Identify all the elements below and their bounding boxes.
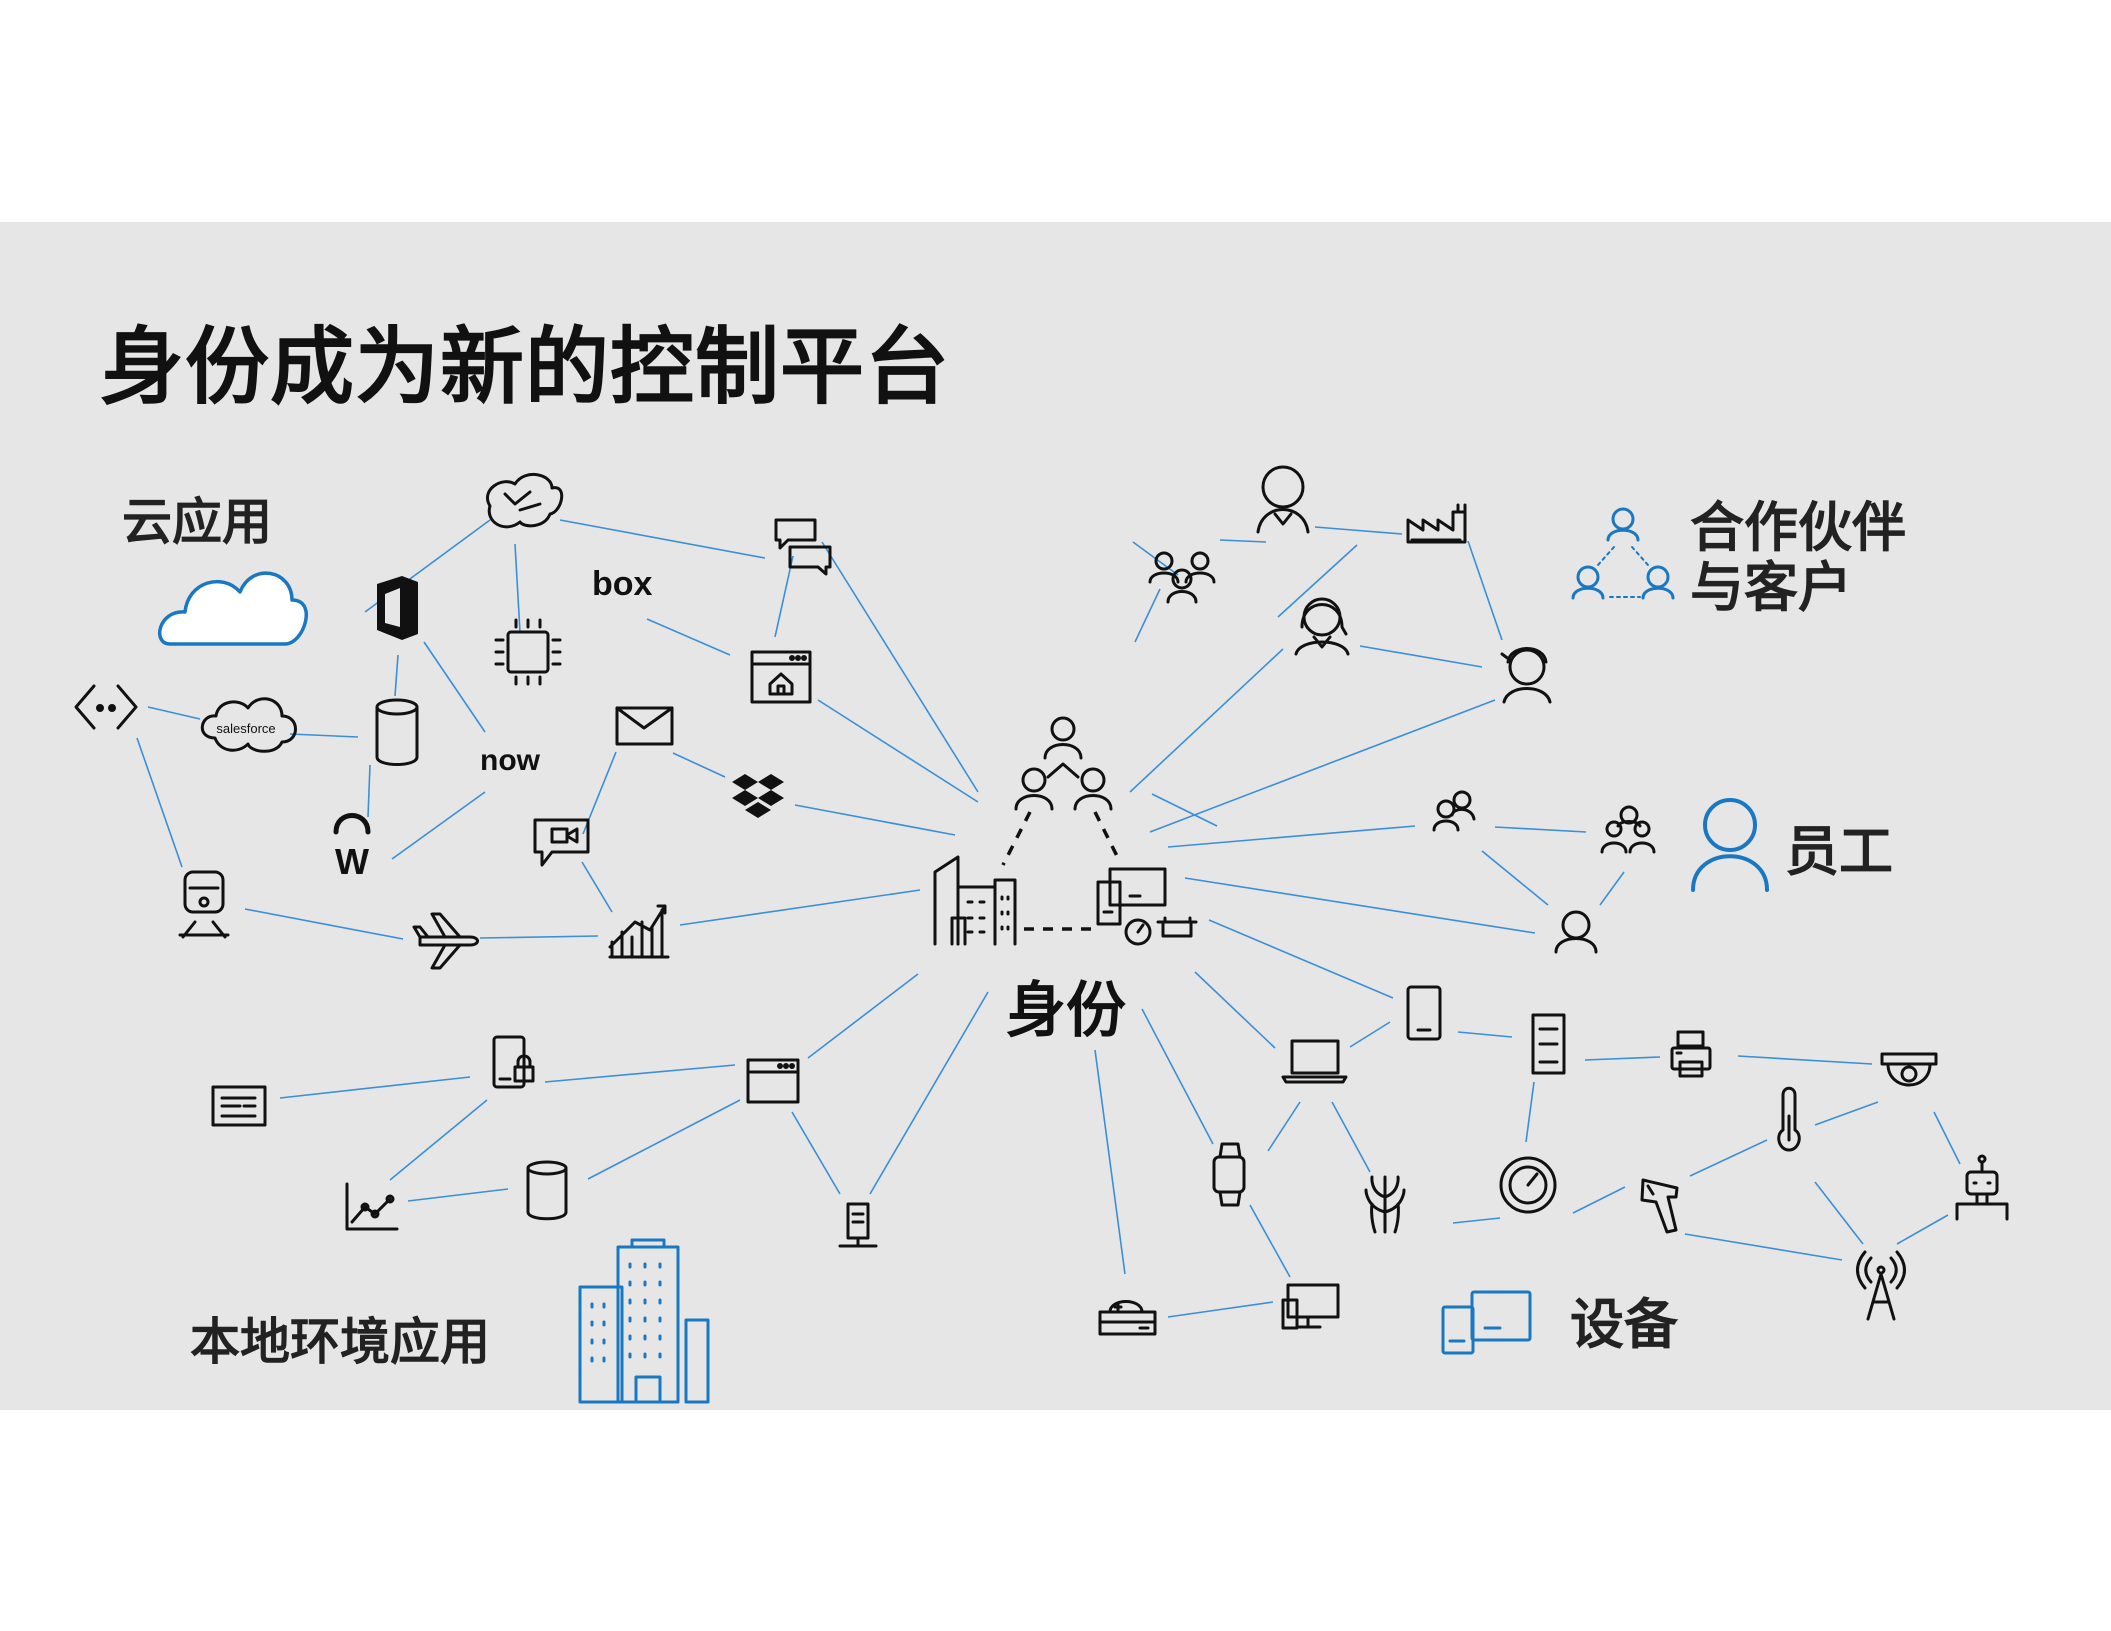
- barcode-scanner-icon: [1640, 1178, 1679, 1234]
- onprem-database-icon: [526, 1160, 568, 1221]
- user-icon: [1256, 465, 1310, 534]
- identity-diagram: salesforce: [74, 465, 2009, 1404]
- employee-icon: [1691, 798, 1769, 892]
- robot-icon: [1955, 1154, 2009, 1221]
- server-icon: [1531, 1013, 1566, 1075]
- cell-tower-icon: [1856, 1250, 1906, 1321]
- smartwatch-icon: [1212, 1142, 1246, 1207]
- devices-icon: [1441, 1290, 1532, 1355]
- security-camera-icon: [1880, 1052, 1938, 1087]
- employee-person-icon: [1554, 910, 1598, 954]
- identity-label: 身份: [1006, 976, 1126, 1046]
- cloud-icon: [158, 571, 308, 646]
- news-panel-icon: [211, 1085, 267, 1127]
- game-console-icon: [1098, 1300, 1157, 1336]
- slide-title: 身份成为新的控制平台: [100, 318, 951, 416]
- factory-icon: [1406, 503, 1467, 544]
- secure-device-icon: [492, 1035, 535, 1089]
- center-devices-icon: [1096, 867, 1198, 946]
- printer-icon: [1670, 1030, 1712, 1078]
- team-icon: [1600, 805, 1656, 854]
- gauge-icon: [1499, 1156, 1557, 1214]
- section-label-employees: 员工: [1785, 820, 1893, 883]
- mail-icon: [615, 706, 674, 746]
- browser-window-icon: [746, 1058, 800, 1104]
- chat-bubbles-icon: [774, 518, 832, 576]
- servicenow-logo: now: [480, 744, 541, 777]
- web-portal-icon: [750, 650, 812, 704]
- desktop-icon: [1281, 1283, 1340, 1330]
- center-people-icon: [1014, 716, 1113, 811]
- phone-icon: [1406, 985, 1442, 1041]
- chip-icon: [494, 618, 562, 686]
- center-buildings-icon: [933, 855, 1017, 946]
- train-icon: [178, 870, 230, 939]
- identity-triangle: [1001, 811, 1122, 931]
- thermometer-icon: [1777, 1086, 1801, 1152]
- partners-customers-icon: [1571, 507, 1675, 600]
- dropbox-logo: [732, 774, 784, 818]
- two-people-icon: [1432, 790, 1476, 832]
- crop-icon: [1364, 1175, 1406, 1234]
- video-chat-icon: [533, 818, 590, 867]
- api-endpoint-icon: [74, 684, 138, 730]
- section-label-devices: 设备: [1570, 1293, 1678, 1356]
- growth-chart-icon: [608, 904, 670, 959]
- office-logo: [377, 576, 418, 640]
- section-label-onprem-apps: 本地环境应用: [190, 1313, 490, 1371]
- group-icon: [1148, 551, 1216, 604]
- database-icon: [375, 698, 419, 766]
- svg-text:salesforce: salesforce: [216, 721, 275, 736]
- partners-label-line2: 与客户: [1690, 556, 1852, 619]
- airplane-icon: [412, 912, 479, 970]
- slide: 身份成为新的控制平台: [0, 222, 2111, 1410]
- laptop-icon: [1281, 1039, 1348, 1084]
- brain-icon: [486, 473, 564, 529]
- server-tower-icon: [838, 1202, 878, 1248]
- section-label-cloud-apps: 云应用: [122, 493, 272, 551]
- customer-person-icon: [1500, 647, 1552, 704]
- woman-icon: [1294, 597, 1350, 656]
- line-chart-icon: [345, 1182, 399, 1231]
- partners-label-line1: 合作伙伴: [1690, 496, 1906, 559]
- workday-logo: W: [333, 813, 371, 882]
- box-logo: box: [592, 565, 653, 603]
- salesforce-logo: salesforce: [200, 697, 297, 753]
- section-label-partners: 合作伙伴 与客户: [1690, 498, 1906, 618]
- connector-lines: [136, 519, 1961, 1318]
- onprem-buildings-icon: [578, 1238, 710, 1404]
- svg-text:W: W: [335, 841, 369, 882]
